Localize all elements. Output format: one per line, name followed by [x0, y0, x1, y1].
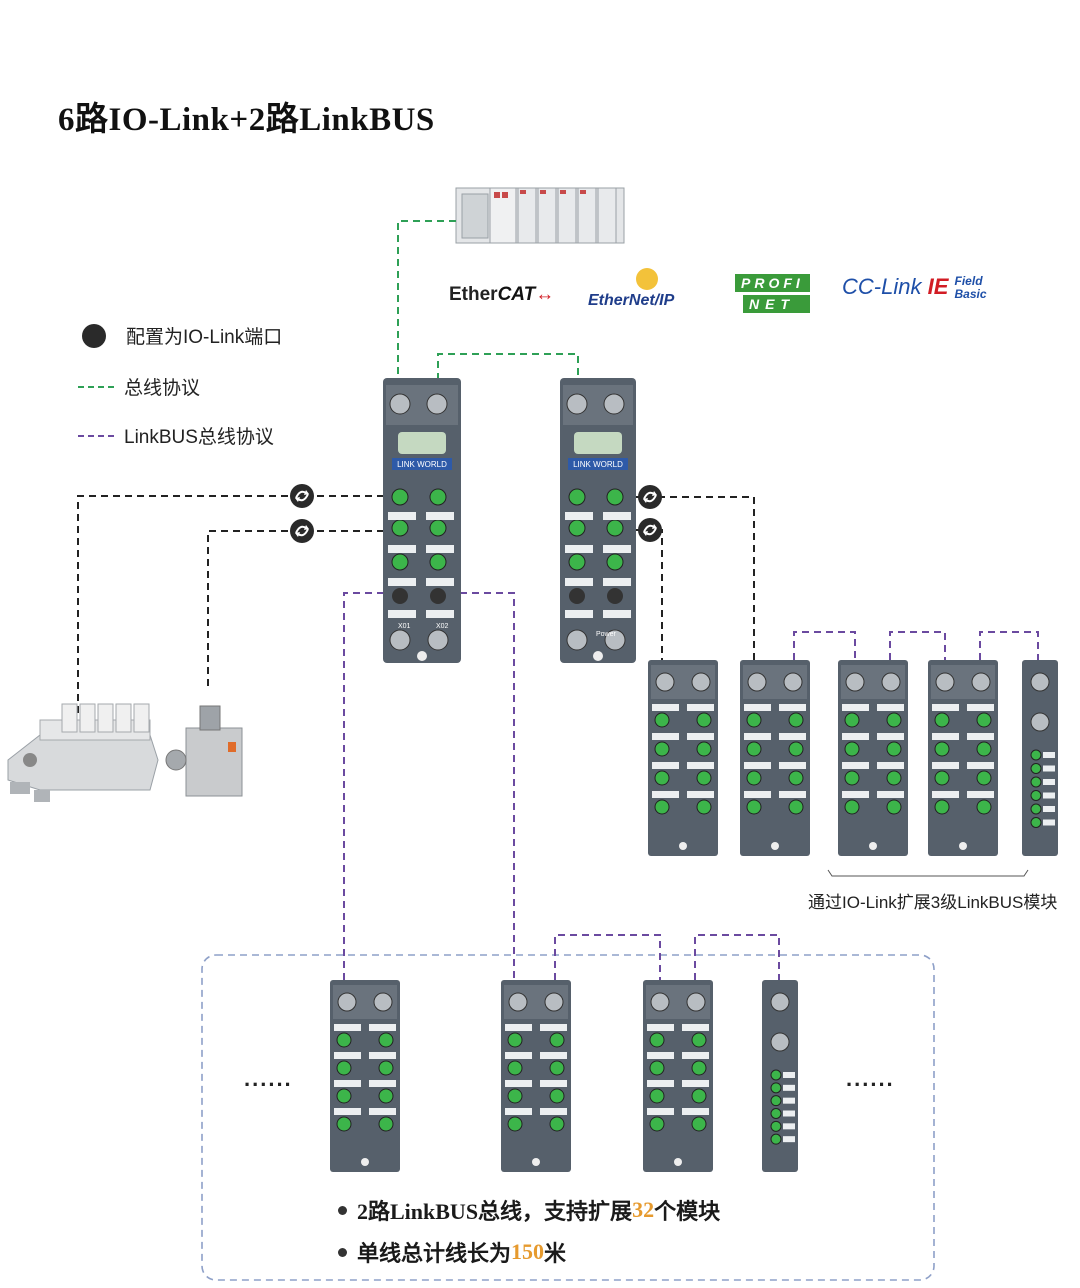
- bullet-1-highlight: 32: [632, 1197, 655, 1222]
- ethercat-logo: EtherCAT↔: [449, 284, 555, 305]
- port-x01-label: X01: [398, 623, 411, 630]
- cclink-basic: Basic: [954, 287, 987, 302]
- expansion-module: [740, 660, 810, 856]
- legend-linkbus-protocol: LinkBUS总线协议: [78, 422, 274, 449]
- page-title: 6路IO-Link+2路LinkBUS: [58, 102, 435, 138]
- bullet-2-suffix: 米: [544, 1241, 567, 1266]
- ethernetip-text: EtherNet/IP: [588, 292, 675, 309]
- main-module-right: LINK WORLD Power: [560, 378, 636, 663]
- expansion-caption: 通过IO-Link扩展3级LinkBUS模块: [808, 893, 1058, 912]
- main-module-left: LINK WORLD X01 X02: [383, 378, 461, 663]
- linkbus-jump-b2: [694, 934, 780, 980]
- ellipsis-left: ......: [244, 1066, 293, 1091]
- profinet-bottom: NET: [743, 295, 810, 313]
- bullet-dot: [338, 1247, 347, 1257]
- ethercat-prefix: Ether: [449, 284, 498, 305]
- legend-linkbus-label: LinkBUS总线协议: [124, 427, 274, 448]
- cclink-logo: CC-Link IE Field Basic: [842, 274, 987, 301]
- linkbus-jump-r3: [979, 631, 1039, 660]
- power-label: Power: [596, 631, 617, 638]
- expansion-module: [928, 660, 998, 856]
- cclink-text: CC-Link: [842, 274, 922, 299]
- expansion-module: [501, 980, 571, 1172]
- iolink-port-icon: [289, 518, 315, 544]
- iolink-line-right-2: [634, 529, 663, 660]
- iolink-line-sensor: [207, 530, 384, 690]
- legend-iolink-label: 配置为IO-Link端口: [126, 327, 283, 348]
- bullet-1-suffix: 个模块: [654, 1199, 721, 1224]
- iolink-line-right-1: [634, 496, 755, 660]
- expansion-module: [330, 980, 400, 1172]
- cclink-ie: IE: [927, 274, 949, 299]
- iolink-port-icon: [637, 517, 663, 543]
- linkbus-jump-b1: [554, 934, 661, 980]
- plc-controller: [455, 187, 625, 244]
- profinet-top: PROFI: [735, 274, 810, 292]
- bullet-dot: [338, 1205, 347, 1215]
- expansion-module-slim: [762, 980, 798, 1172]
- legend-green-dash: [78, 385, 114, 388]
- iolink-port-icon: [82, 323, 106, 348]
- ethercat-suffix: CAT: [497, 284, 536, 305]
- ellipsis-right: ......: [846, 1066, 895, 1091]
- ethernetip-logo: EtherNet/IP: [588, 268, 675, 310]
- port-x02-label: X02: [436, 623, 449, 630]
- iolink-line-valve: [77, 495, 384, 716]
- legend-purple-dash: [78, 434, 114, 437]
- expansion-module: [838, 660, 908, 856]
- module-brand: LINK WORLD: [397, 460, 447, 469]
- group-bracket: [827, 869, 1029, 877]
- expansion-module: [648, 660, 718, 856]
- linkbus-jump-r1: [793, 631, 856, 660]
- bus-line-plc: [397, 220, 456, 380]
- cclink-field: Field: [954, 274, 983, 289]
- linkbus-line-right: [460, 592, 515, 980]
- linkbus-frame: [201, 954, 935, 1281]
- bullet-1-prefix: 2路LinkBUS总线，支持扩展: [357, 1199, 633, 1224]
- legend-bus-label: 总线协议: [124, 378, 201, 399]
- legend-bus-protocol: 总线协议: [78, 373, 200, 400]
- expansion-module-slim: [1022, 660, 1058, 856]
- iolink-port-icon: [289, 483, 315, 509]
- iolink-port-icon: [637, 484, 663, 510]
- bullet-2-highlight: 150: [511, 1239, 545, 1264]
- linkbus-line-left: [343, 592, 384, 980]
- legend-iolink-port: 配置为IO-Link端口: [78, 322, 282, 349]
- bus-line-chain: [437, 353, 579, 380]
- iolink-sensor: [165, 705, 243, 797]
- module-brand: LINK WORLD: [573, 460, 623, 469]
- profinet-logo: PROFI NET: [735, 274, 810, 313]
- bullet-2-prefix: 单线总计线长为: [357, 1241, 512, 1266]
- linkbus-jump-r2: [889, 631, 946, 660]
- valve-terminal: [7, 703, 159, 802]
- expansion-module: [643, 980, 713, 1172]
